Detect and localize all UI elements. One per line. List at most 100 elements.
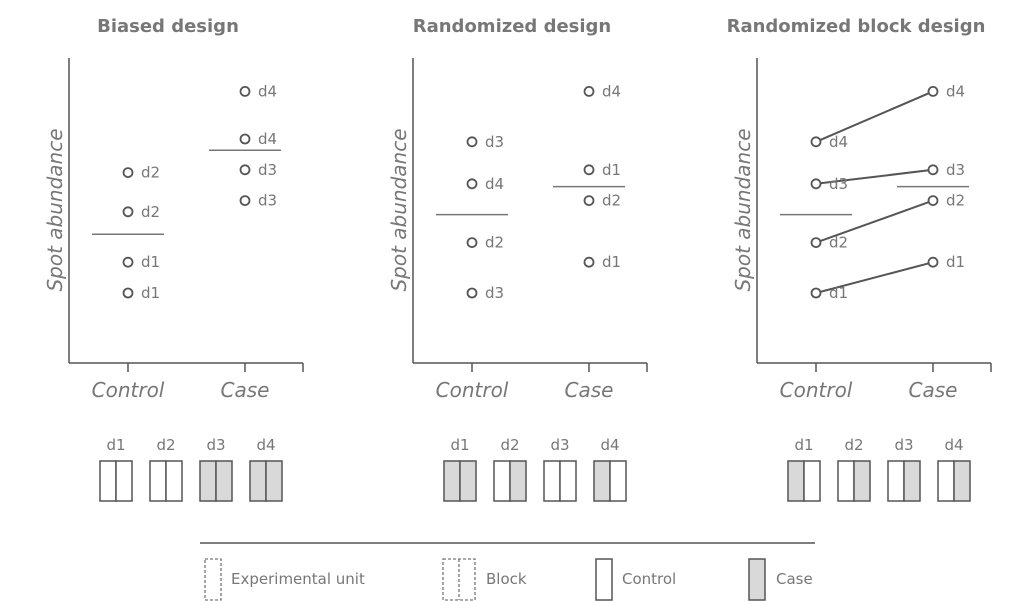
data-point-label: d1 — [141, 253, 160, 271]
data-point — [122, 206, 134, 218]
x-tick-label-case: Case — [909, 378, 958, 402]
data-point-label: d4 — [258, 82, 277, 100]
legend: Experimental unit Block Control Case — [200, 542, 815, 601]
data-point — [466, 178, 478, 190]
unit-d4: d4 — [937, 436, 971, 502]
data-point-label: d2 — [602, 192, 621, 210]
unit-d1: d1 — [99, 436, 133, 502]
data-point — [927, 256, 939, 268]
data-point — [583, 164, 595, 176]
data-point — [810, 136, 822, 148]
unit-left-case — [249, 460, 267, 502]
unit-right-control — [559, 460, 577, 502]
unit-label: d4 — [944, 436, 963, 454]
unit-left-control — [493, 460, 511, 502]
panel-title: Randomized block design — [727, 16, 986, 37]
x-tick-label-case: Case — [565, 378, 614, 402]
unit-label: d1 — [450, 436, 469, 454]
data-point-label: d3 — [485, 284, 504, 302]
data-point — [122, 256, 134, 268]
data-point-label: d3 — [258, 161, 277, 179]
x-tick-label-control: Control — [436, 378, 509, 402]
data-point — [927, 86, 939, 97]
data-point-label: d2 — [829, 234, 848, 252]
data-point-label: d4 — [829, 133, 848, 151]
data-point-label: d3 — [946, 161, 965, 179]
data-point — [810, 287, 822, 299]
unit-right-control — [803, 460, 821, 502]
data-point — [466, 136, 478, 148]
unit-right-control — [609, 460, 627, 502]
y-axis-label: Spot abundance — [43, 128, 67, 291]
unit-label: d3 — [894, 436, 913, 454]
unit-left-control — [543, 460, 561, 502]
data-point — [810, 178, 822, 190]
pair-line-d3 — [815, 168, 934, 185]
data-point-label: d2 — [946, 192, 965, 210]
data-point-label: d4 — [258, 130, 277, 148]
data-point-label: d1 — [602, 161, 621, 179]
unit-label: d2 — [156, 436, 175, 454]
unit-left-case — [787, 460, 805, 502]
unit-left-case — [593, 460, 611, 502]
unit-d1: d1 — [787, 436, 821, 502]
data-point-label: d3 — [829, 175, 848, 193]
unit-d2: d2 — [149, 436, 183, 502]
data-point-label: d3 — [485, 133, 504, 151]
data-point-label: d1 — [829, 284, 848, 302]
data-point-label: d3 — [258, 192, 277, 210]
y-axis-label: Spot abundance — [731, 128, 755, 291]
experimental-unit-swatch — [204, 558, 222, 601]
pair-line-d1 — [815, 261, 934, 294]
data-point — [583, 256, 595, 268]
data-point-label: d1 — [602, 253, 621, 271]
data-point — [122, 167, 134, 179]
legend-control-label: Control — [622, 570, 676, 588]
data-point-label: d4 — [946, 82, 965, 100]
data-point-label: d2 — [141, 203, 160, 221]
data-point-label: d4 — [602, 82, 621, 100]
data-point — [239, 164, 251, 176]
data-point — [239, 133, 251, 145]
unit-d4: d4 — [593, 436, 627, 502]
unit-d2: d2 — [837, 436, 871, 502]
data-point-label: d1 — [141, 284, 160, 302]
x-tick-label-control: Control — [92, 378, 165, 402]
unit-right-case — [459, 460, 477, 502]
unit-d4: d4 — [249, 436, 283, 502]
data-point — [239, 86, 251, 97]
data-point — [466, 287, 478, 299]
legend-experimental-unit-label: Experimental unit — [231, 570, 365, 588]
unit-d1: d1 — [443, 436, 477, 502]
unit-left-control — [887, 460, 905, 502]
pair-line-d4 — [815, 90, 934, 143]
unit-left-case — [443, 460, 461, 502]
unit-label: d3 — [206, 436, 225, 454]
data-point-label: d2 — [485, 234, 504, 252]
case-swatch — [748, 558, 766, 601]
panel-title: Randomized design — [413, 16, 612, 37]
data-point — [583, 86, 595, 97]
data-point-label: d4 — [485, 175, 504, 193]
data-point — [239, 195, 251, 207]
unit-d3: d3 — [887, 436, 921, 502]
data-point — [810, 237, 822, 249]
unit-left-control — [149, 460, 167, 502]
unit-left-control — [99, 460, 117, 502]
unit-d3: d3 — [199, 436, 233, 502]
unit-label: d1 — [106, 436, 125, 454]
legend-case-label: Case — [776, 570, 813, 588]
data-point — [927, 164, 939, 176]
unit-label: d2 — [844, 436, 863, 454]
unit-right-case — [509, 460, 527, 502]
panel-title: Biased design — [97, 16, 239, 37]
data-point-label: d1 — [946, 253, 965, 271]
data-point — [122, 287, 134, 299]
data-point — [927, 195, 939, 207]
data-point — [466, 237, 478, 249]
unit-label: d4 — [600, 436, 619, 454]
